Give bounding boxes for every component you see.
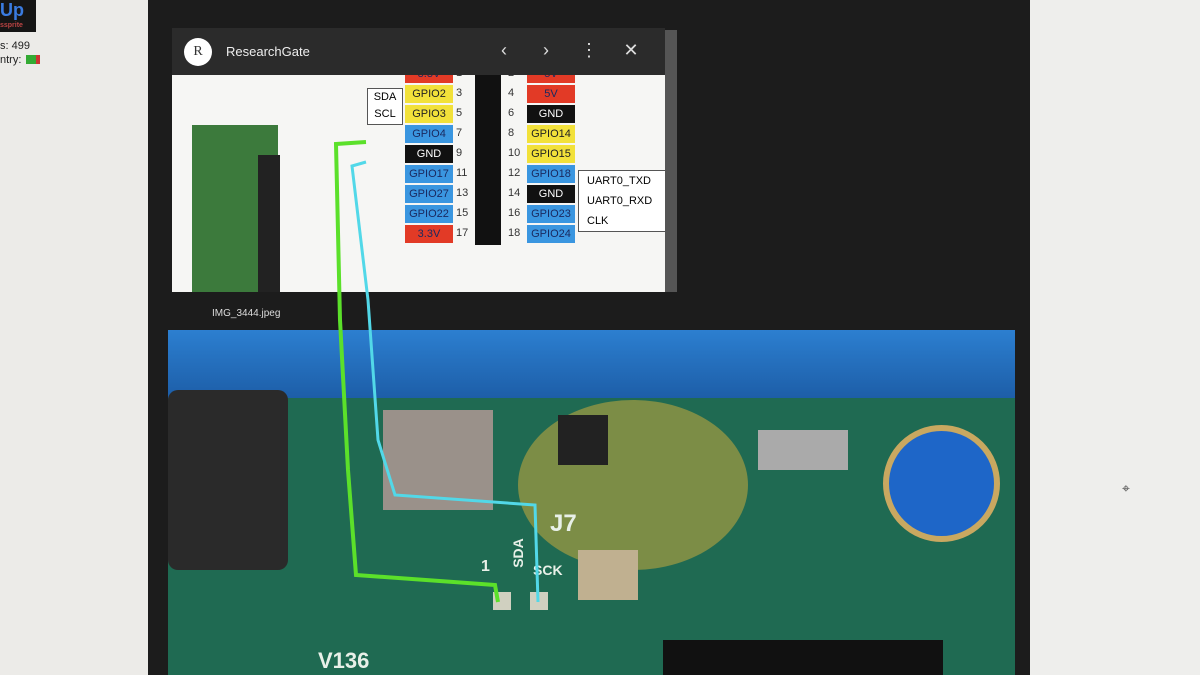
pin-label: GPIO4	[405, 125, 453, 143]
scl-label: SCL	[374, 108, 396, 120]
filename-caption: IMG_3444.jpeg	[212, 308, 281, 319]
pin-number: 4	[508, 87, 515, 99]
blue-strip	[168, 330, 1015, 398]
uart-txd-label: UART0_TXD	[587, 175, 651, 187]
pin-label: 5V	[527, 75, 575, 83]
metal-part	[758, 430, 848, 470]
pin1-label: 1	[481, 558, 490, 575]
scrollbar[interactable]	[665, 30, 677, 292]
site-logo: Up ssprite	[0, 0, 36, 32]
uart-box: UART0_TXD UART0_RXD CLK	[578, 170, 665, 232]
pin-label: GND	[527, 105, 575, 123]
pin-label: GPIO27	[405, 185, 453, 203]
green-wire	[333, 140, 500, 603]
pin-number: 2	[508, 75, 514, 79]
chip-bottom	[663, 640, 943, 675]
pin-label: GPIO2	[405, 85, 453, 103]
previous-icon[interactable]: ‹	[501, 40, 507, 60]
pin-number: 17	[456, 227, 469, 239]
source-logo: R	[184, 38, 212, 66]
v136-label: V136	[318, 648, 370, 673]
pin-label: GPIO14	[527, 125, 575, 143]
card-header: R ResearchGate ‹ › ⋮ ✕	[172, 28, 665, 75]
preview-card: R ResearchGate ‹ › ⋮ ✕ SDA SCL 3.3V1GPIO…	[172, 28, 665, 292]
pin-number: 3	[456, 87, 463, 99]
pin-number: 12	[508, 167, 521, 179]
pin-label: GPIO3	[405, 105, 453, 123]
background-page: Up ssprite s: 499 ntry:	[0, 0, 148, 675]
gpio-header	[475, 75, 501, 245]
background-page-right: ⌖	[1030, 0, 1200, 675]
status-meter-icon	[26, 55, 40, 64]
sda-label: SDA	[373, 91, 397, 103]
j7-label: J7	[550, 510, 577, 537]
pcb-photo: J7 1 SDA SCK V136	[168, 330, 1015, 675]
fpc-connector	[383, 410, 493, 510]
pin-number: 9	[456, 147, 463, 159]
pin-number: 14	[508, 187, 521, 199]
pin-number: 6	[508, 107, 515, 119]
pin-number: 11	[456, 167, 468, 179]
kapton-tape	[518, 400, 748, 570]
sck-pcb-label: SCK	[533, 562, 563, 578]
pin-number: 8	[508, 127, 515, 139]
i2c-box: SDA SCL	[367, 88, 403, 125]
pin-label: GND	[405, 145, 453, 163]
logo-text: Up	[0, 0, 24, 20]
pin-number: 18	[508, 227, 521, 239]
pin-number: 10	[508, 147, 521, 159]
pin-number: 5	[456, 107, 463, 119]
pin-label: GPIO15	[527, 145, 575, 163]
pin-number: 16	[508, 207, 521, 219]
source-name: ResearchGate	[226, 44, 310, 59]
close-icon[interactable]: ✕	[623, 40, 639, 60]
stat-text: s: 499	[0, 40, 30, 52]
pin-label: 5V	[527, 85, 575, 103]
pin-label: 3.3V	[405, 225, 453, 243]
pin-number: 13	[456, 187, 469, 199]
crystal	[578, 550, 638, 600]
pin-number: 15	[456, 207, 469, 219]
pin-label: GPIO24	[527, 225, 575, 243]
entry-text: ntry:	[0, 54, 22, 66]
mounting-hole	[883, 425, 1000, 542]
clk-label: CLK	[587, 215, 609, 227]
pin-number: 7	[456, 127, 463, 139]
uart-rxd-label: UART0_RXD	[587, 195, 653, 207]
pin-label: 3.3V	[405, 75, 453, 83]
dark-component	[168, 390, 288, 570]
pin-label: GPIO22	[405, 205, 453, 223]
pinout-diagram: SDA SCL 3.3V1GPIO23GPIO35GPIO47GND9GPIO1…	[172, 75, 665, 292]
pin-label: GPIO17	[405, 165, 453, 183]
next-icon[interactable]: ›	[543, 40, 549, 60]
logo-subtext: ssprite	[0, 22, 23, 29]
board-header	[258, 155, 280, 292]
pin-label: GPIO18	[527, 165, 575, 183]
pin-label: GPIO23	[527, 205, 575, 223]
more-icon[interactable]: ⋮	[580, 40, 598, 60]
pin-number: 1	[456, 75, 462, 79]
ic-chip	[558, 415, 608, 465]
mouse-cursor-icon: ⌖	[1122, 480, 1130, 496]
pin-label: GND	[527, 185, 575, 203]
cyan-wire	[350, 160, 540, 603]
